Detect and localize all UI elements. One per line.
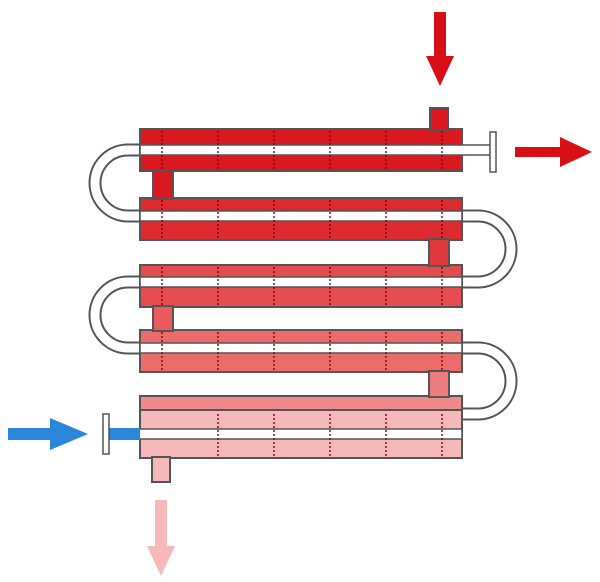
connector-1-2 [152,169,174,200]
hairpin-tubes [88,143,518,421]
inner-tube-2 [139,210,463,222]
left-flange [102,413,110,455]
cooled-fluid-outlet-arrow [147,500,175,576]
hot-outlet-nozzle [151,456,171,483]
inner-tube-3 [139,276,463,288]
cold-inlet-fill [110,428,140,440]
flow-arrows [8,12,592,576]
inner-tube-4 [139,342,463,354]
hot-tube-outlet-arrow [515,137,592,167]
tube-supports [161,131,443,456]
nozzles [102,107,497,483]
cold-fluid-inlet-arrow [8,418,88,450]
inner-tube-1 [139,144,493,156]
inner-tube-5 [109,428,463,440]
hot-inlet-nozzle [429,107,449,131]
connector-4-5 [428,370,450,398]
shell-connectors [152,169,450,398]
connector-2-3 [428,238,450,267]
right-flange [489,131,497,173]
hot-fluid-inlet-arrow [426,12,454,86]
connector-3-4 [152,305,174,332]
shell-passes [139,128,463,459]
